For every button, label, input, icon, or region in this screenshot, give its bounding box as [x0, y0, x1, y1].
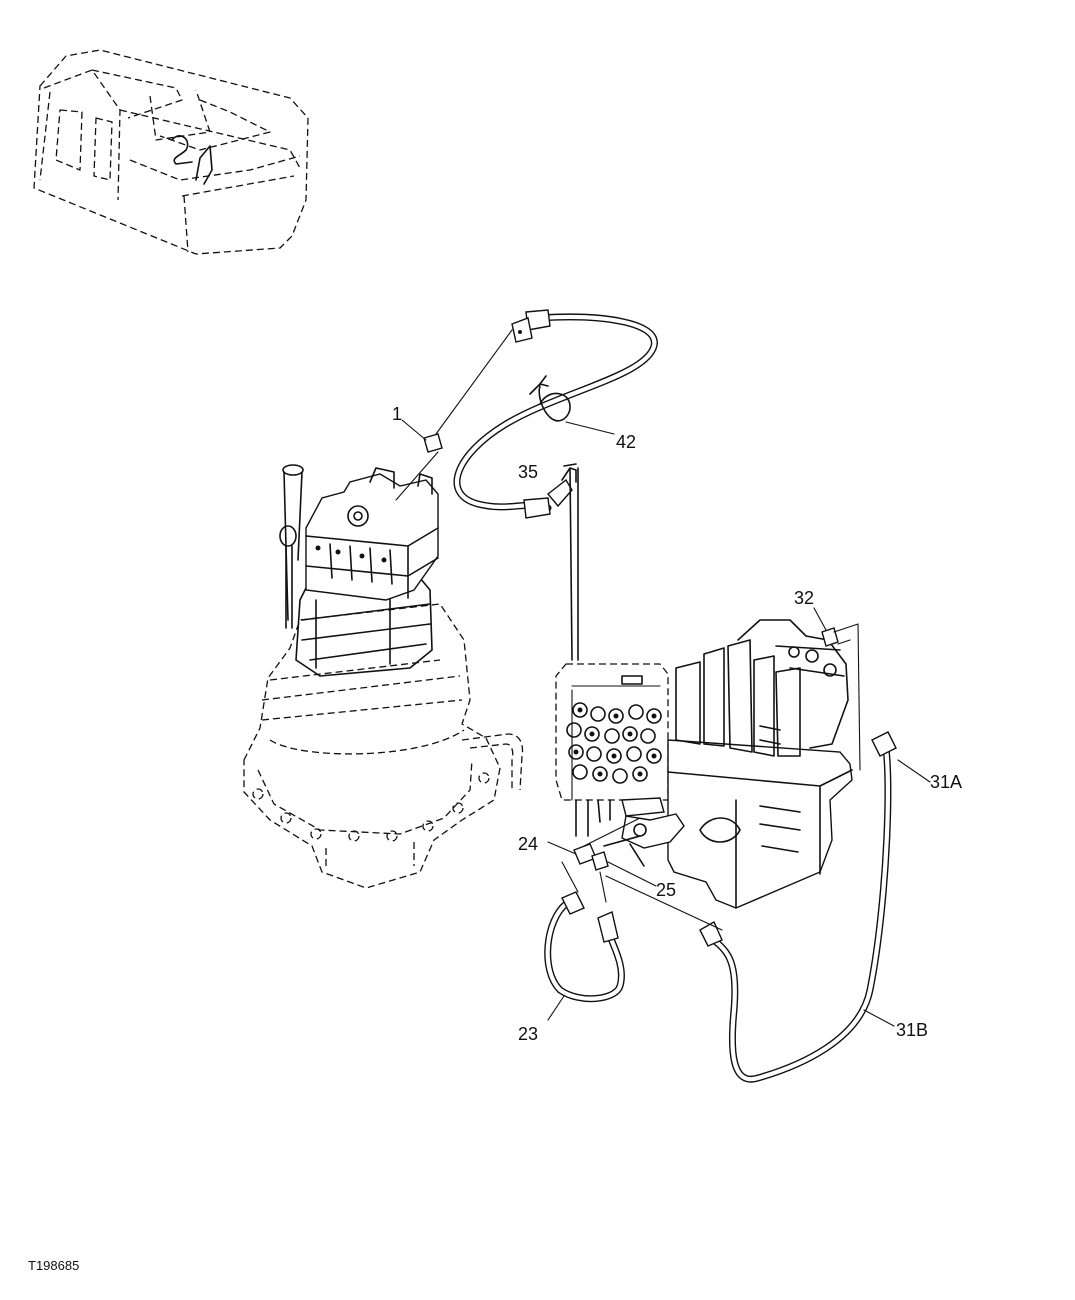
- fitting-1: [395, 329, 513, 501]
- callout-32: 32: [794, 588, 814, 608]
- callout-31a: 31A: [930, 772, 962, 792]
- callout-23: 23: [518, 1024, 538, 1044]
- hose-35: [453, 309, 658, 661]
- fitting-32: [813, 607, 861, 771]
- fittings-24-25: [547, 817, 723, 931]
- hose-23: [544, 891, 625, 1021]
- callout-42: 42: [616, 432, 636, 452]
- figure-id: T198685: [28, 1258, 79, 1273]
- callout-24: 24: [518, 834, 538, 854]
- callout-1: 1: [392, 404, 402, 424]
- excavator-locator-icon: [33, 49, 309, 255]
- manifold-ports: [566, 702, 662, 784]
- control-valve-assembly: [555, 619, 853, 909]
- swing-motor-assembly: [243, 464, 524, 889]
- callout-31b: 31B: [896, 1020, 928, 1040]
- hose-31: [699, 731, 931, 1083]
- callout-35: 35: [518, 462, 538, 482]
- clamp-42: [529, 375, 615, 435]
- callout-25: 25: [656, 880, 676, 900]
